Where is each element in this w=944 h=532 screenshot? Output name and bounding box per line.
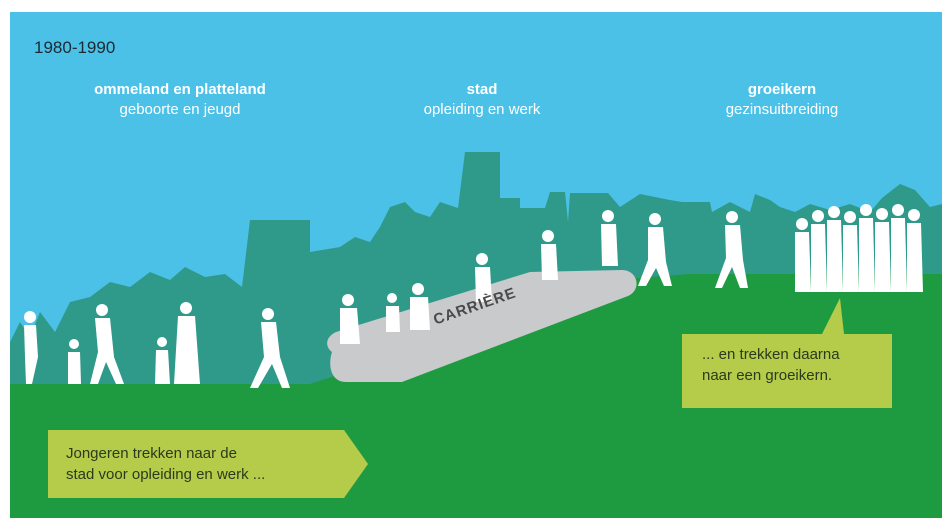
column-subheading: opleiding en werk: [423, 101, 541, 118]
column-heading: stad: [466, 81, 498, 98]
column-countryside: ommeland en platteland geboorte en jeugd: [60, 80, 300, 120]
person: [68, 339, 81, 384]
column-subheading: gezinsuitbreiding: [725, 101, 839, 118]
person: [155, 337, 170, 384]
callout-line: ... en trekken daarna: [702, 346, 840, 363]
column-heading: ommeland en platteland: [94, 81, 266, 98]
callout-pointer-shape: [682, 298, 892, 408]
callout-left: Jongeren trekken naar de stad voor oplei…: [48, 430, 370, 498]
callout-line: naar een groeikern.: [702, 367, 833, 384]
person: [340, 294, 360, 344]
callout-line: Jongeren trekken naar de: [66, 445, 237, 462]
person: [24, 311, 38, 384]
escalator: [327, 270, 637, 382]
person: [638, 213, 672, 286]
person: [601, 210, 618, 266]
person: [174, 302, 200, 384]
infographic-scene: 1980-1990 ommeland en platteland geboort…: [10, 12, 942, 518]
people-silhouettes: [24, 204, 923, 388]
group-of-people: [795, 204, 923, 292]
person: [541, 230, 558, 280]
person: [475, 253, 492, 302]
callout-arrow-shape: [48, 430, 368, 498]
column-growth-core: groeikern gezinsuitbreiding: [662, 80, 902, 120]
period-label: 1980-1990: [34, 38, 116, 57]
person: [410, 283, 430, 330]
callout-right: ... en trekken daarna naar een groeikern…: [682, 298, 892, 408]
person: [715, 211, 748, 288]
person: [386, 293, 400, 332]
column-subheading: geboorte en jeugd: [119, 101, 241, 118]
person: [250, 308, 290, 388]
column-city: stad opleiding en werk: [362, 80, 602, 120]
callout-line: stad voor opleiding en werk ...: [66, 466, 266, 483]
person: [90, 304, 124, 384]
column-heading: groeikern: [747, 81, 817, 98]
